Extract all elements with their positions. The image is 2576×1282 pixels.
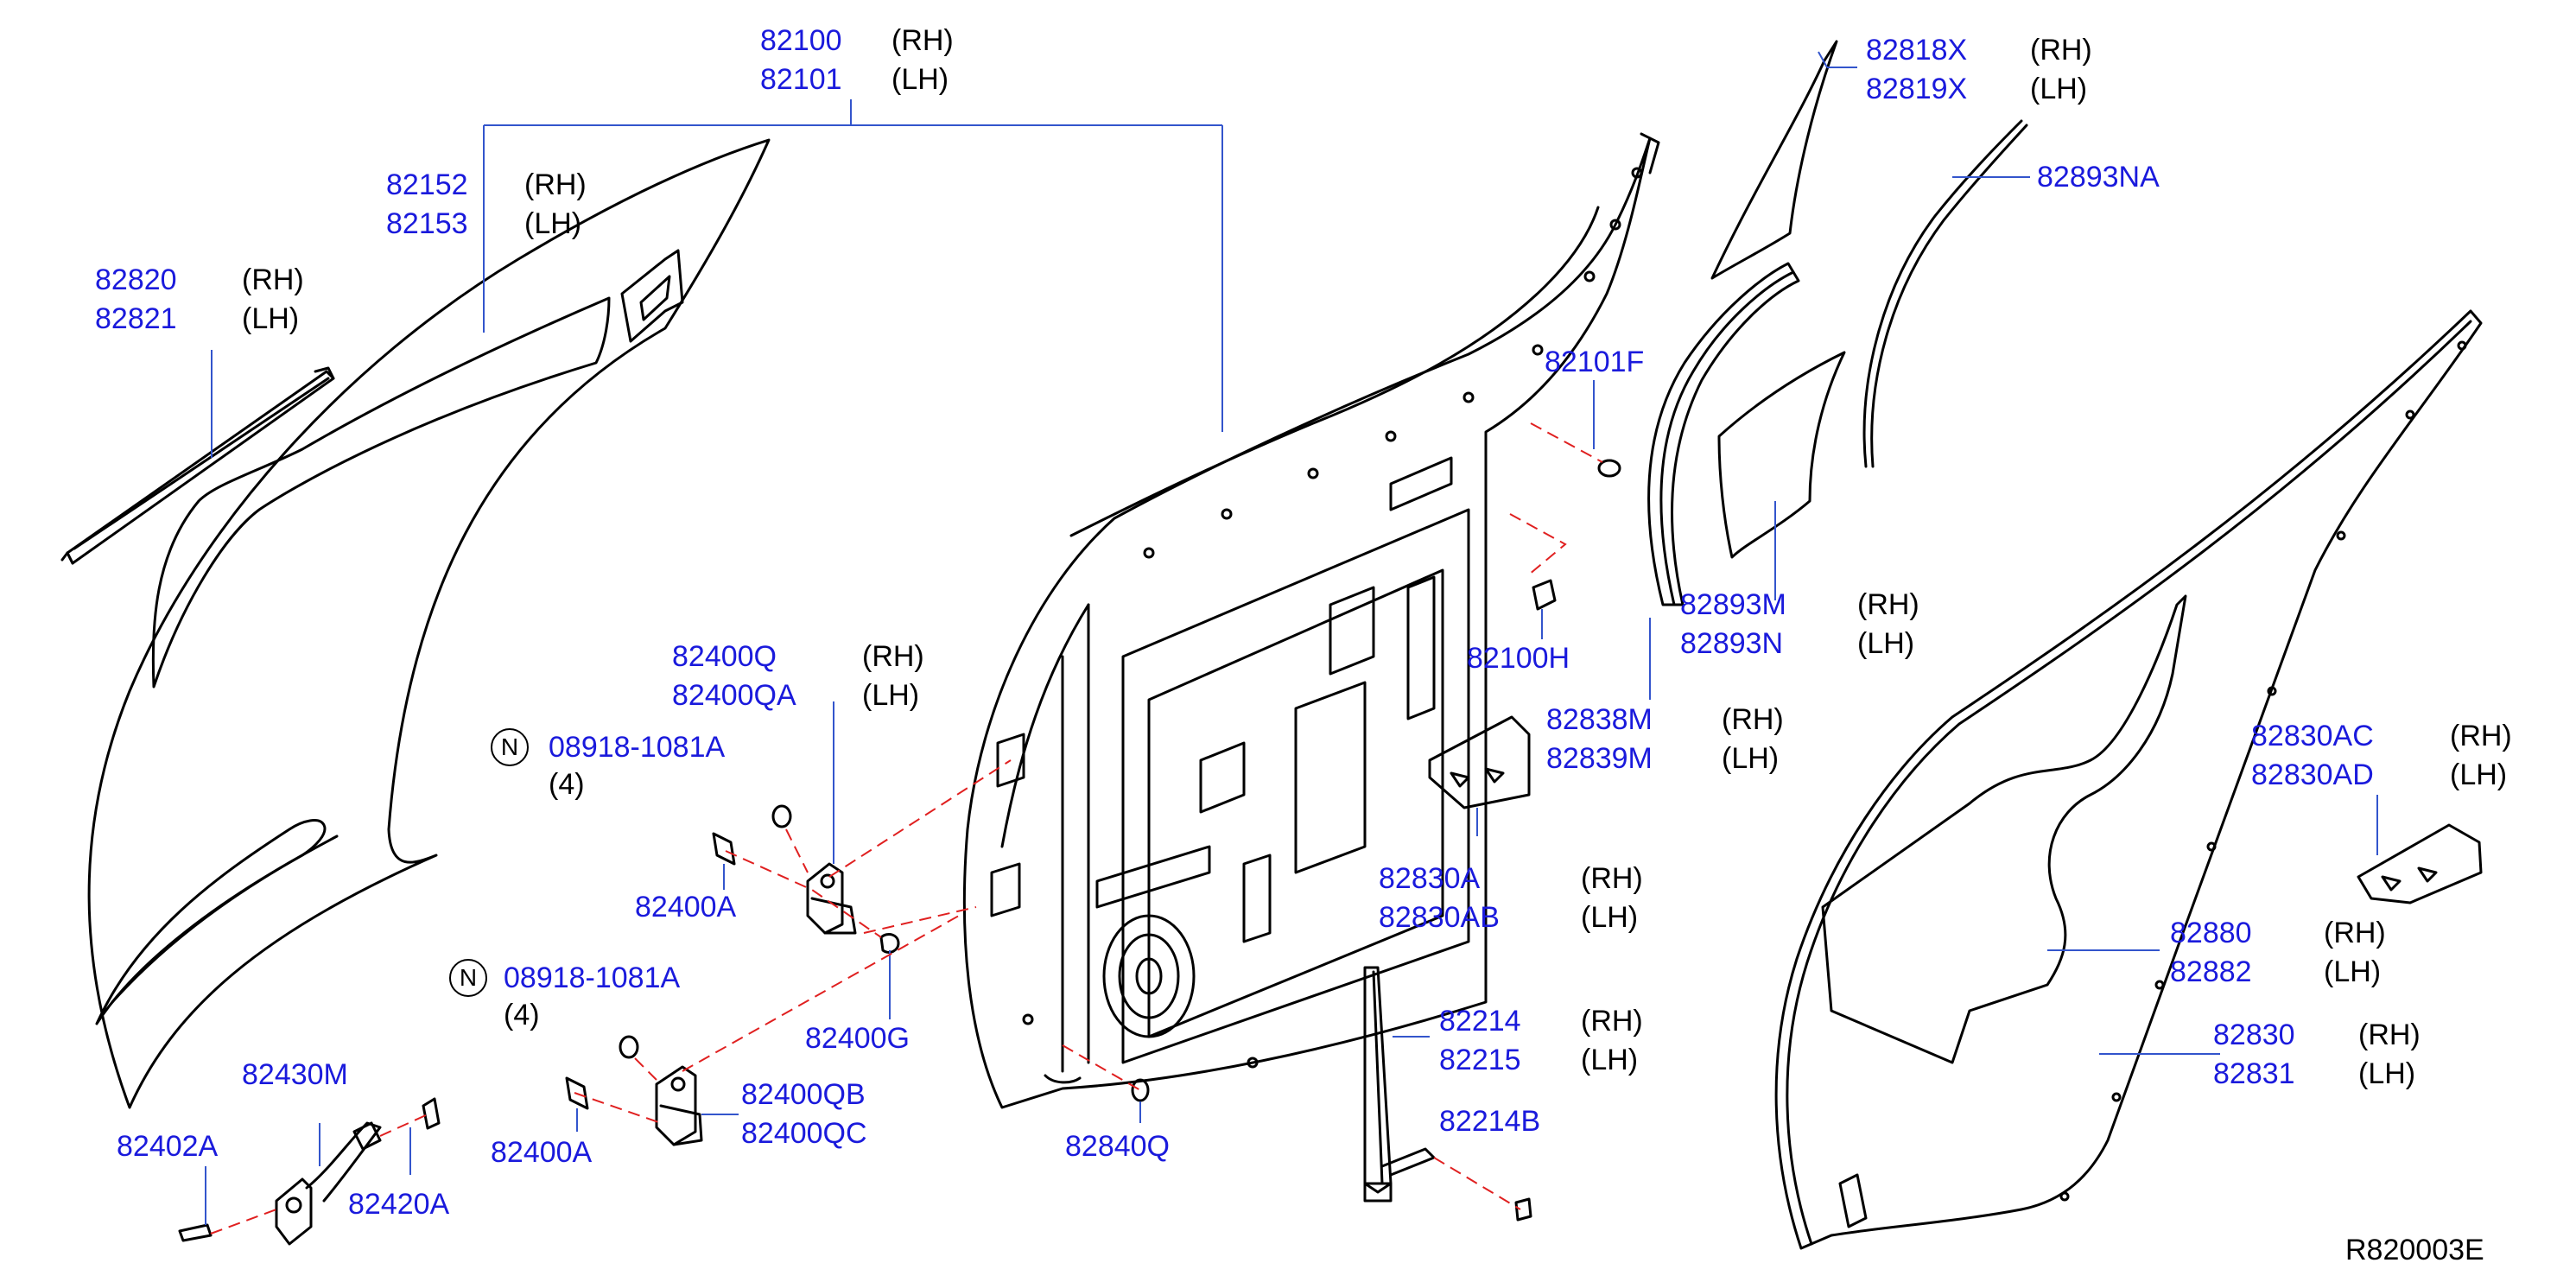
dash-plug-small	[1509, 513, 1567, 575]
side-label: (LH)	[524, 207, 582, 240]
part-number: 82152	[386, 168, 468, 201]
sealing-screen-drawing	[1821, 594, 2187, 1064]
dash-plug-large	[1530, 422, 1603, 463]
part-number: 82821	[95, 302, 177, 335]
part-number: 82830A	[1379, 862, 1481, 895]
side-label: (RH)	[2324, 917, 2386, 949]
part-number: 82215	[1439, 1044, 1521, 1076]
outer-door-skin-drawing	[87, 138, 771, 1109]
side-label: (LH)	[1581, 1044, 1639, 1076]
weatherstrip-drawing	[1774, 309, 2483, 1250]
part-number: 82840Q	[1065, 1130, 1170, 1163]
channel-run-drawing	[1647, 262, 1800, 606]
side-label: (RH)	[1722, 703, 1784, 736]
dash-nut-upper	[785, 828, 809, 873]
side-label: (LH)	[862, 679, 920, 712]
part-number: 82214B	[1439, 1105, 1541, 1138]
dash-hinge-upper-2	[863, 906, 977, 934]
side-label: (RH)	[2450, 720, 2512, 752]
part-number: 82100H	[1467, 642, 1570, 675]
part-number: 82214	[1439, 1005, 1521, 1038]
dash-bolt-lower	[574, 1092, 662, 1124]
dash-hinge-lower	[682, 915, 960, 1072]
part-number: 82838M	[1546, 703, 1653, 736]
side-label: (LH)	[2450, 758, 2508, 791]
part-number: 82400Q	[672, 640, 777, 673]
inner-door-panel-drawing	[962, 132, 1660, 1109]
side-label: (RH)	[1581, 1005, 1643, 1038]
weatherstrip-outer-drawing	[1862, 119, 2028, 468]
dash-nut-lower	[634, 1057, 657, 1081]
part-number: 82830	[2213, 1019, 2295, 1051]
part-number: 82820	[95, 263, 177, 296]
side-label: (LH)	[1857, 627, 1915, 660]
side-label: (LH)	[1581, 901, 1639, 934]
std-part-number: 08918-1081A	[549, 731, 726, 764]
part-number: 82400A	[635, 891, 737, 923]
side-label: (LH)	[2324, 955, 2382, 988]
sash-trim-drawing	[1710, 40, 1838, 280]
guide-drawing	[1363, 966, 1532, 1222]
side-label: (RH)	[1857, 588, 1919, 621]
std-part-qty: (4)	[504, 999, 540, 1031]
part-number: 82818X	[1866, 34, 1968, 67]
std-part-qty: (4)	[549, 768, 585, 801]
side-label: (LH)	[891, 63, 949, 96]
side-label: (LH)	[1722, 742, 1780, 775]
side-label: (RH)	[862, 640, 924, 673]
part-number: 82819X	[1866, 73, 1968, 105]
sealing-screen-a-drawing	[1428, 715, 1531, 809]
dash-hinge-upper	[828, 759, 1012, 878]
dash-check-link-2	[379, 1114, 428, 1137]
dash-guide	[1433, 1157, 1521, 1210]
side-label: (LH)	[2358, 1057, 2416, 1090]
side-label: (RH)	[891, 24, 954, 57]
side-label: (RH)	[2030, 34, 2092, 67]
part-number: 82420A	[348, 1188, 450, 1221]
part-number: 82880	[2170, 917, 2252, 949]
part-number: 82430M	[242, 1058, 348, 1091]
part-number: 82400A	[491, 1136, 593, 1169]
leader-sash-trim	[1818, 51, 1857, 68]
hinge-lower-drawing	[565, 1035, 703, 1146]
part-number: 82153	[386, 207, 468, 240]
part-number: 82893N	[1680, 627, 1784, 660]
side-label: (RH)	[2358, 1019, 2421, 1051]
std-part-symbol: N	[449, 959, 487, 997]
std-part-symbol: N	[491, 728, 529, 766]
side-label: (RH)	[524, 168, 587, 201]
part-number: 82400QA	[672, 679, 796, 712]
belt-moulding-drawing	[60, 366, 335, 565]
part-number: 82831	[2213, 1057, 2295, 1090]
reference-code: R820003E	[2345, 1234, 2484, 1266]
part-number: 82830AB	[1379, 901, 1500, 934]
side-label: (LH)	[242, 302, 300, 335]
part-number: 82400QB	[741, 1078, 866, 1111]
part-number: 82100	[760, 24, 842, 57]
part-number: 82400G	[805, 1022, 910, 1055]
part-number: 82839M	[1546, 742, 1653, 775]
leader-door-panel	[483, 99, 1223, 432]
side-label: (LH)	[2030, 73, 2088, 105]
part-number: 82893NA	[2037, 161, 2160, 194]
part-number: 82101F	[1545, 346, 1645, 378]
part-number: 82400QC	[741, 1117, 867, 1150]
glass-seal-drawing	[1717, 351, 1846, 559]
side-label: (RH)	[1581, 862, 1643, 895]
part-number: 82830AC	[2251, 720, 2374, 752]
sealing-screen-b-drawing	[2357, 823, 2483, 904]
std-part-number: 08918-1081A	[504, 962, 681, 994]
part-number: 82882	[2170, 955, 2252, 988]
part-number: 82830AD	[2251, 758, 2374, 791]
part-number: 82893M	[1680, 588, 1786, 621]
part-number: 82402A	[117, 1130, 219, 1163]
side-label: (RH)	[242, 263, 304, 296]
part-number: 82101	[760, 63, 842, 96]
check-link-drawing	[178, 1097, 441, 1246]
plug-drawing	[1131, 459, 1621, 1102]
dash-drain-plug	[1062, 1044, 1141, 1091]
dash-check-link	[210, 1209, 277, 1234]
